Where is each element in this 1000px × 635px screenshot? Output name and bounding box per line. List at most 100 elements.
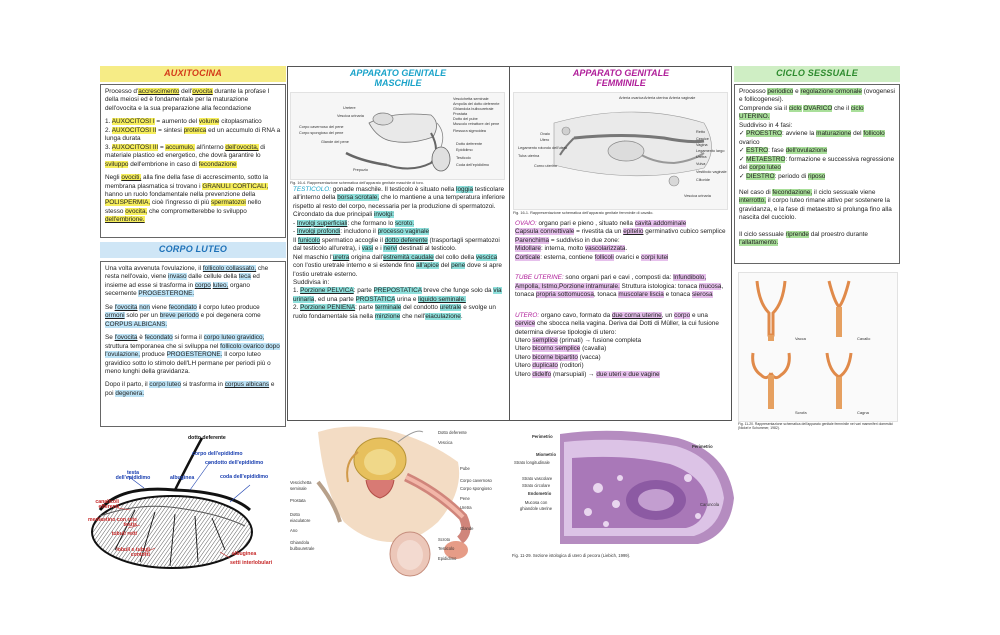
text-run: Se	[105, 303, 115, 311]
text-run: interrotto,	[739, 197, 766, 205]
text-run: e poi	[105, 381, 275, 397]
text-run: bicorno semplice	[532, 345, 581, 353]
testis-drawing	[91, 437, 253, 569]
text-run: due uteri e due vagine	[596, 370, 660, 378]
text-run: mucosa	[699, 282, 722, 290]
femminile-caption: Fig. 16-1. Rappresentazione schematica d…	[513, 211, 654, 215]
text-run: Circondato da due principali	[293, 211, 374, 219]
text-run: loggia	[456, 186, 474, 193]
text-run: POLISPERMIA,	[105, 199, 151, 207]
text-run: fecondato	[168, 303, 197, 311]
male-label-0: Dotto deferente	[438, 430, 467, 435]
histo-left-3: Strato vascolare	[522, 476, 553, 481]
male-label-left-1: Prostata	[290, 498, 306, 503]
femminile-text: OVAIO: organo pari e pieno , situato nel…	[515, 220, 729, 379]
text-run: destinati al testicolo.	[397, 245, 457, 253]
text-run: sierosa	[691, 291, 713, 299]
text-run: Utero	[515, 362, 533, 370]
text-run: urina e	[395, 295, 419, 303]
maschile-text: TESTICOLO: gonade maschile. Il testicolo…	[293, 186, 505, 321]
auxitocina-box: Processo d'accrescimento dell'ovocita du…	[100, 84, 286, 238]
ciclo-estro: ✓ ESTRO: fase dell'ovulazione	[739, 147, 895, 155]
corpo-luteo-p2: Se l'ovocita non viene fecondato il corp…	[105, 303, 281, 329]
label-albuginea-bottom: albuginea	[232, 551, 257, 557]
text-run: Nel caso di	[739, 188, 773, 196]
mare-label-11: Retto	[696, 130, 706, 134]
text-run: : periodo di	[774, 172, 808, 180]
bull-label-4: Dotto del pube	[453, 117, 478, 121]
testicolo-text: TESTICOLO: gonade maschile. Il testicolo…	[293, 186, 505, 211]
genital-divider	[509, 66, 510, 421]
text-run: PROSTATICA	[355, 295, 396, 303]
text-run: liquido seminale.	[418, 295, 466, 303]
species-cagna: Cagna	[857, 410, 869, 415]
text-run: vasi	[361, 245, 374, 253]
text-run: fecondato	[144, 334, 173, 342]
involgi-text: Circondato da due principali involgi:	[293, 211, 505, 219]
male-section-drawing	[288, 422, 508, 584]
text-run: dell'ovulazione	[785, 147, 828, 155]
ciclo-header: CICLO SESSUALE	[734, 66, 900, 82]
text-run: che sbocca nella vagina. Deriva dai Dott…	[515, 320, 719, 336]
list-item: 1. AUXOCITOSI I = aumento del volume cit…	[105, 118, 281, 126]
text-run: dalle cellule della	[186, 273, 239, 281]
text-run: Involgi profondi	[296, 228, 341, 236]
ciclo-p4: Nel caso di fecondazione, il ciclo sessu…	[739, 188, 895, 223]
text-run: didelfo	[532, 370, 552, 378]
ovaio-text: OVAIO: organo pari e pieno , situato nel…	[515, 220, 729, 228]
list-item: Utero bicorno semplice (cavalla)	[515, 345, 729, 353]
male-section-figure: Dotto deferente Vescica Pube Corpo caver…	[288, 422, 508, 584]
text-run: 1.	[293, 287, 301, 295]
bull-label-2: Ghiandola bulbouretrale	[453, 107, 494, 111]
corpo-luteo-p4: Dopo il parto, il corpo luteo si trasfor…	[105, 381, 281, 398]
text-run: si trasforma in	[181, 381, 225, 389]
text-run: fecondazione,	[772, 188, 813, 196]
text-run: bicorne bipartito	[532, 353, 578, 361]
text-run: ✓	[739, 130, 747, 138]
list-item: Utero bicorne bipartito (vacca)	[515, 353, 729, 362]
text-run: Negli	[105, 174, 122, 182]
text-run: estremità caudale	[383, 253, 434, 261]
mare-label-10: Uretra	[696, 155, 707, 159]
text-run: maturazione	[816, 130, 852, 138]
text-run: all'apice	[416, 262, 439, 270]
text-run: ovarici e	[613, 253, 642, 261]
text-run: produce	[139, 351, 167, 359]
text-run: propria sottomucosa	[535, 291, 594, 299]
corpo-luteo-box: Una volta avvenuta l'ovulazione, il foll…	[100, 261, 286, 427]
text-run: TUBE UTERINE:	[515, 274, 564, 282]
text-run: testicolare all'interno della	[293, 186, 505, 202]
text-run: (roditori)	[558, 362, 584, 370]
text-run: AUXOCITOSI II	[111, 126, 157, 134]
text-run: che il	[832, 104, 851, 112]
text-run: : esterna, contiene	[540, 253, 595, 261]
mare-label-0: Arteria ovarica	[619, 96, 644, 100]
text-run: processo vaginale	[377, 228, 430, 236]
text-run: borsa scrotale,	[337, 194, 380, 202]
text-run: (ovogenesi e follicogenesi).	[739, 88, 895, 104]
text-run: duplicato	[532, 362, 558, 370]
text-run: Porzione PENIENA	[300, 304, 356, 312]
text-run: .	[460, 312, 463, 320]
label-coda-epididimo: coda dell'epididimo	[220, 474, 269, 480]
text-run: minzione	[374, 312, 401, 320]
uterus-comparison-caption: Fig. 11-20. Rappresentazione schematica …	[738, 422, 893, 430]
male-label-3: Corpo cavernoso	[460, 478, 492, 483]
text-run: degenera.	[115, 389, 145, 397]
text-run: CORPUS ALBICANS.	[105, 320, 168, 328]
maschile-figure: Vescichetta seminale Ampolla del dotto d…	[290, 92, 505, 180]
species-cavallo: Cavallo	[857, 336, 871, 341]
text-run: luteo,	[212, 281, 229, 289]
femminile-title-1: APPARATO GENITALE	[572, 68, 670, 78]
text-run: Utero	[515, 370, 533, 378]
label-canalicoli: canalicoli efferenti	[95, 499, 119, 511]
text-run: corpo luteo	[149, 381, 182, 389]
male-label-1: Vescica	[438, 440, 453, 445]
text-run: si forma il	[172, 334, 204, 342]
maschile-title: APPARATO GENITALE MASCHILE	[288, 68, 508, 89]
text-run: follicolo	[863, 130, 885, 138]
text-run: il corpo luteo rimane attivo per sostene…	[739, 197, 892, 222]
ciclo-p5: Il ciclo sessuale riprende dal proestro …	[739, 230, 895, 248]
text-run: di materiale plastico ed energetico, che…	[105, 143, 266, 160]
auxitocina-list: 1. AUXOCITOSI I = aumento del volume cit…	[105, 118, 281, 169]
